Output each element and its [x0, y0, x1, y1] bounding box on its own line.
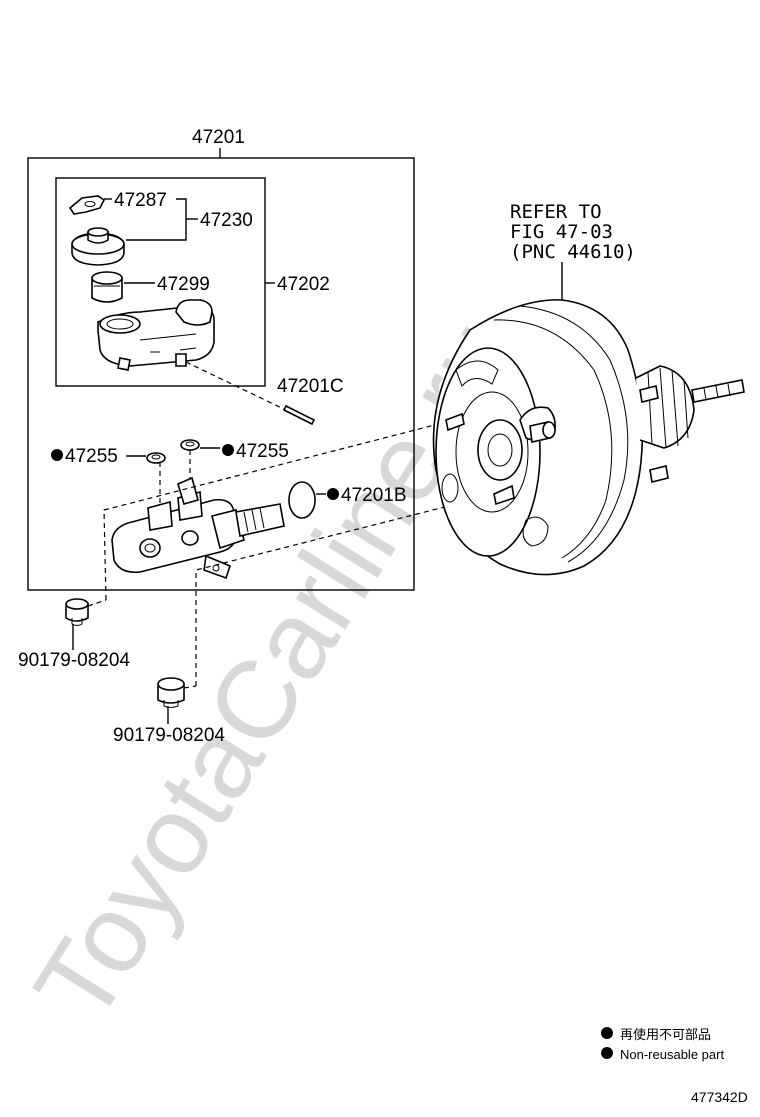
guide-line-lower [195, 493, 497, 686]
grommet-left-part[interactable] [146, 452, 166, 464]
plug-lower-part[interactable] [157, 677, 185, 708]
label-reservoir-assy[interactable]: 47202 [277, 274, 330, 295]
non-reusable-dot-left [51, 449, 63, 461]
label-plug-upper[interactable]: 90179-08204 [18, 650, 130, 671]
label-assembly[interactable]: 47201 [192, 127, 245, 148]
label-grommet-left[interactable]: 47255 [65, 446, 118, 467]
plug-upper-part[interactable] [65, 598, 89, 626]
legend-japanese: 再使用不可部品 [620, 1027, 711, 1042]
label-strainer[interactable]: 47299 [157, 274, 210, 295]
label-o-ring[interactable]: 47201B [341, 485, 407, 506]
non-reusable-dot-oring [327, 488, 339, 500]
label-cap-tab[interactable]: 47287 [114, 190, 167, 211]
guide-line-upper [103, 419, 455, 601]
reservoir-box [55, 177, 266, 387]
master-cylinder-part[interactable] [111, 450, 285, 580]
refer-note-line2[interactable]: FIG 47-03 [510, 221, 613, 243]
cap-tab-part[interactable] [68, 195, 106, 215]
legend-dot-english [601, 1047, 613, 1059]
brake-booster-part[interactable] [432, 299, 745, 576]
refer-note-line3[interactable]: (PNC 44610) [510, 241, 636, 263]
assembly-box [27, 157, 415, 591]
label-grommet-right[interactable]: 47255 [236, 441, 289, 462]
reservoir-tank-part[interactable] [97, 299, 215, 371]
refer-note-line1[interactable]: REFER TO [510, 201, 602, 223]
label-cap-assy[interactable]: 47230 [200, 210, 253, 231]
legend-english: Non-reusable part [620, 1047, 724, 1062]
non-reusable-dot-right [222, 444, 234, 456]
label-plug-lower[interactable]: 90179-08204 [113, 725, 225, 746]
strainer-part[interactable] [91, 271, 123, 303]
pin-dashed-guide [185, 361, 291, 413]
o-ring-part[interactable] [288, 481, 316, 519]
plug-lower-guide [183, 685, 197, 689]
label-pin[interactable]: 47201C [277, 376, 344, 397]
figure-id: 477342D [691, 1089, 748, 1105]
plug-upper-guide [87, 599, 107, 607]
reservoir-cap-part[interactable] [71, 227, 125, 266]
grommet-right-part[interactable] [180, 439, 200, 451]
pin-part[interactable] [282, 404, 316, 426]
legend-dot-japanese [601, 1027, 613, 1039]
